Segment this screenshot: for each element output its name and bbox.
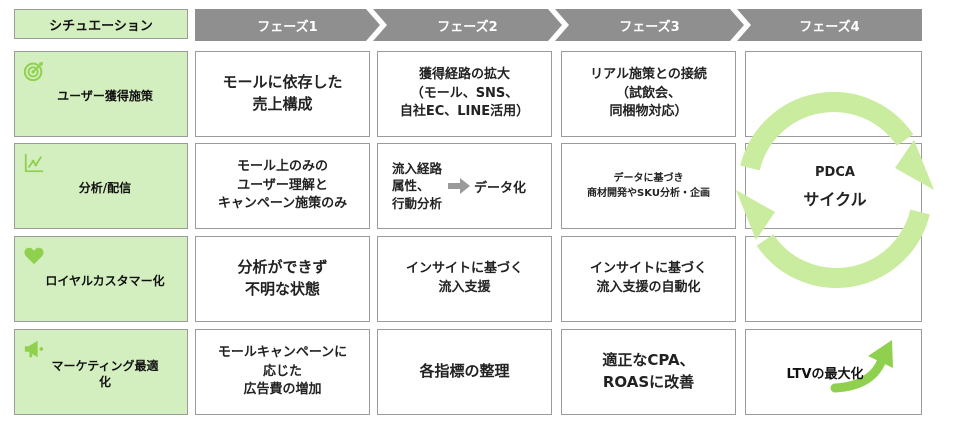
flow-target-text: データ化 bbox=[474, 180, 527, 196]
situation-header: シチュエーション bbox=[14, 9, 188, 39]
row-label-text: ロイヤルカスタマー化 bbox=[45, 273, 165, 288]
cell-r2-phase3: データに基づき 商材開発やSKU分析・企画 bbox=[561, 143, 736, 229]
cell-r3-phase2: インサイトに基づく 流入支援 bbox=[377, 236, 552, 322]
heart-icon bbox=[24, 247, 44, 265]
right-arrow-icon bbox=[448, 178, 471, 194]
cell-r1-phase3: リアル施策との接続 （試飲会、 同梱物対応） bbox=[561, 51, 736, 137]
phase-3-header: フェーズ3 bbox=[555, 9, 744, 41]
cell-r4-phase3: 適正なCPA、 ROASに改善 bbox=[561, 329, 736, 415]
row-label-loyal-customer: ロイヤルカスタマー化 bbox=[14, 236, 188, 322]
cell-r1-phase2: 獲得経路の拡大 （モール、SNS、 自社EC、LINE活用） bbox=[377, 51, 552, 137]
row-label-analysis: 分析/配信 bbox=[14, 143, 188, 229]
cell-r4-phase1: モールキャンペーンに 応じた 広告費の増加 bbox=[195, 329, 370, 415]
cell-r1-phase4 bbox=[745, 51, 922, 137]
cell-r4-phase2: 各指標の整理 bbox=[377, 329, 552, 415]
target-icon bbox=[23, 61, 44, 82]
phase-4-header: フェーズ4 bbox=[737, 9, 922, 41]
cell-r1-phase1: モールに依存した 売上構成 bbox=[195, 51, 370, 137]
row-label-user-acquisition: ユーザー獲得施策 bbox=[14, 51, 188, 137]
row-label-text: ユーザー獲得施策 bbox=[57, 88, 153, 103]
row-label-text: マーケティング最適 化 bbox=[51, 358, 159, 389]
phase-1-header: フェーズ1 bbox=[195, 9, 380, 41]
cell-r2-phase1: モール上のみの ユーザー理解と キャンペーン施策のみ bbox=[195, 143, 370, 229]
row-label-marketing: マーケティング最適 化 bbox=[14, 329, 188, 415]
cell-r3-phase3: インサイトに基づく 流入支援の自動化 bbox=[561, 236, 736, 322]
cell-r2-phase2: 流入経路 属性、 行動分析 データ化 bbox=[377, 143, 552, 229]
ltv-maximize-label: LTVの最大化 bbox=[786, 367, 864, 382]
flow-source-text: 流入経路 属性、 行動分析 bbox=[392, 160, 443, 211]
pdca-subtitle: サイクル bbox=[803, 190, 867, 209]
row-label-text: 分析/配信 bbox=[78, 180, 132, 195]
megaphone-icon bbox=[24, 340, 44, 358]
phase-2-header: フェーズ2 bbox=[373, 9, 562, 41]
cell-r3-phase1: 分析ができず 不明な状態 bbox=[195, 236, 370, 322]
cell-r3-phase4 bbox=[745, 236, 922, 322]
chart-icon bbox=[24, 153, 44, 173]
pdca-title: PDCA bbox=[815, 165, 855, 180]
